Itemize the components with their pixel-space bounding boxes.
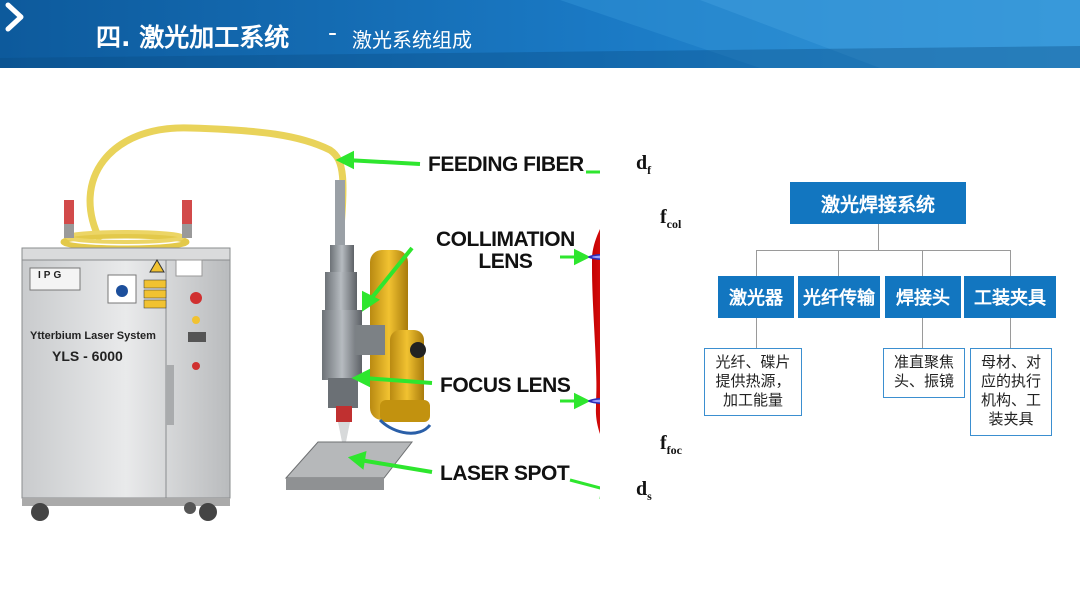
laser-system-illustration: IPG Ytterbium Laser System YLS - 6000: [0, 120, 600, 540]
label-ffoc: ffoc: [660, 432, 682, 457]
connector: [756, 250, 757, 276]
header-bar: 四. 激光加工系统 - 激光系统组成: [0, 0, 1080, 68]
fiber-cable: [86, 124, 347, 242]
page-title: 四. 激光加工系统: [96, 23, 290, 52]
tree-node-fiber: 光纤传输: [798, 276, 880, 318]
tree-node-weld-head: 焊接头: [885, 276, 961, 318]
connector: [838, 250, 839, 276]
connector: [1010, 250, 1011, 276]
machine-model: YLS - 6000: [52, 348, 123, 364]
connector: [878, 224, 879, 250]
tree-node-fixture: 工装夹具: [964, 276, 1056, 318]
machine-brand: IPG: [38, 270, 65, 281]
chevron-right-icon: [5, 2, 24, 32]
connector: [922, 250, 923, 276]
connector: [756, 250, 1010, 251]
label-collimation-lens: COLLIMATION LENS: [436, 228, 575, 273]
label-df: df: [636, 152, 652, 177]
page-subtitle: 激光系统组成: [352, 28, 472, 52]
label-feeding-fiber: FEEDING FIBER: [428, 153, 584, 176]
tree-desc-fixture: 母材、对 应的执行 机构、工 装夹具: [970, 348, 1052, 436]
beam-diagram: [588, 228, 600, 434]
machine-model-line: Ytterbium Laser System: [30, 330, 156, 342]
title-separator: -: [328, 18, 338, 47]
connector: [756, 318, 757, 348]
label-ds: ds: [636, 478, 652, 503]
header-background: [0, 0, 1080, 68]
callout-arrows: [335, 150, 600, 499]
tree-root: 激光焊接系统: [790, 182, 966, 224]
label-focus-lens: FOCUS LENS: [440, 374, 571, 397]
connector: [1010, 318, 1011, 348]
connector: [922, 318, 923, 348]
tree-desc-weld-head: 准直聚焦 头、振镜: [883, 348, 965, 398]
label-fcol: fcol: [660, 206, 682, 231]
tree-node-laser: 激光器: [718, 276, 794, 318]
tree-desc-laser: 光纤、碟片 提供热源， 加工能量: [704, 348, 802, 416]
label-laser-spot: LASER SPOT: [440, 462, 570, 485]
welding-head: [330, 245, 354, 275]
